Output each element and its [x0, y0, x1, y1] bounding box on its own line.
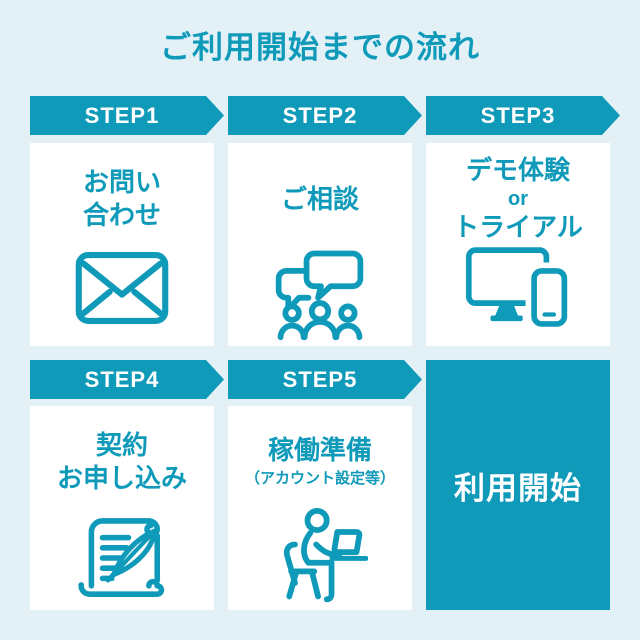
step3-label-line1: デモ体験 — [465, 155, 570, 185]
step3-banner: STEP3 — [426, 96, 620, 135]
step2-label: ご相談 — [234, 155, 406, 243]
step2-badge: STEP2 — [282, 103, 358, 128]
step4-card: 契約 お申し込み — [30, 406, 214, 610]
step3-label-line2: or — [508, 188, 528, 210]
consultation-icon — [234, 243, 406, 341]
envelope-icon — [36, 243, 208, 332]
step1-badge: STEP1 — [84, 103, 160, 128]
page-title: ご利用開始までの流れ — [160, 30, 480, 65]
step2-card: ご相談 — [228, 143, 412, 346]
devices-icon — [432, 243, 604, 332]
step1-label-line2: 合わせ — [82, 200, 161, 230]
start-of-use-panel: 利用開始 — [426, 360, 610, 610]
step4-label: 契約 お申し込み — [36, 418, 208, 506]
step4-label-line2: お申し込み — [56, 463, 187, 493]
step3-badge: STEP3 — [480, 103, 556, 128]
step4-label-line1: 契約 — [95, 430, 148, 460]
step4-badge: STEP4 — [84, 367, 160, 392]
step2-banner: STEP2 — [228, 96, 422, 135]
person-laptop-icon — [234, 506, 406, 608]
step3-label-line3: トライアル — [453, 212, 583, 242]
step5-banner: STEP5 — [228, 360, 422, 399]
step5-label: 稼働準備 （アカウント設定等） — [234, 418, 406, 506]
contract-icon — [36, 506, 208, 610]
step5-badge: STEP5 — [282, 367, 358, 392]
start-of-use-label: 利用開始 — [454, 470, 582, 506]
step5-note: （アカウント設定等） — [244, 469, 395, 487]
step3-card: デモ体験 or トライアル — [426, 143, 610, 346]
step5-label-line1: 稼働準備 — [267, 434, 372, 465]
step5-card: 稼働準備 （アカウント設定等） — [228, 406, 412, 610]
step1-label: お問い 合わせ — [36, 155, 208, 243]
step4-banner: STEP4 — [30, 360, 224, 399]
step1-banner: STEP1 — [30, 96, 224, 135]
step1-label-line1: お問い — [82, 167, 161, 197]
step1-card: お問い 合わせ — [30, 143, 214, 346]
step3-label: デモ体験 or トライアル — [432, 155, 604, 243]
step2-label-line1: ご相談 — [280, 183, 359, 214]
